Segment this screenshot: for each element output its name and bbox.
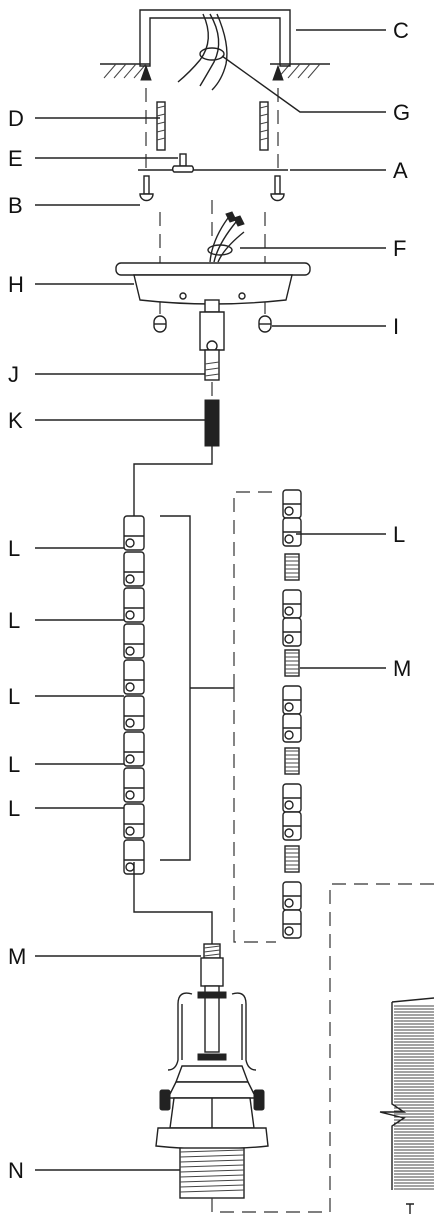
callout-leaders (35, 29, 386, 1171)
callout-A: A (393, 158, 408, 183)
chain-link (282, 517, 302, 547)
threaded-stud-left (156, 101, 166, 151)
chain-link (123, 623, 145, 659)
threaded-coupler (284, 747, 300, 775)
callout-N: N (8, 1158, 24, 1183)
chain-link (123, 515, 145, 551)
threaded-coupler (284, 649, 300, 677)
cap-nut-left (153, 315, 167, 333)
chain-link (123, 803, 145, 839)
loop-coupler (199, 299, 225, 381)
chain-assembly-left (123, 515, 145, 875)
lamp-holder (155, 985, 269, 1199)
chain-link (123, 695, 145, 731)
chain-link (282, 489, 302, 519)
callout-L-2: L (8, 608, 20, 633)
chain-link (282, 909, 302, 939)
callout-L-1: L (8, 536, 20, 561)
screw-right (270, 175, 285, 202)
callout-H: H (8, 272, 24, 297)
callout-G: G (393, 100, 410, 125)
callout-M-right: M (393, 656, 411, 681)
chain-extension-parts (282, 489, 302, 939)
chain-link (282, 881, 302, 911)
callout-L-3: L (8, 684, 20, 709)
chain-link (123, 731, 145, 767)
chain-link (123, 587, 145, 623)
callout-C: C (393, 18, 409, 43)
chain-link (282, 811, 302, 841)
callout-M-bottom: M (8, 944, 26, 969)
chain-link (282, 617, 302, 647)
chain-link (282, 685, 302, 715)
threaded-stud-right (259, 101, 269, 151)
arrowhead-right (272, 64, 284, 81)
threaded-nipple (200, 943, 224, 987)
threaded-coupler (284, 845, 300, 873)
fixture-wires (207, 211, 245, 263)
extension-guide-bottom (233, 688, 276, 943)
callout-B: B (8, 193, 23, 218)
chain-link (282, 783, 302, 813)
callout-E: E (8, 146, 23, 171)
chain-length-bracket (160, 515, 191, 861)
callout-K: K (8, 408, 23, 433)
extension-guide-panel (211, 883, 434, 1213)
chain-link (282, 713, 302, 743)
ceiling-junction-box (100, 9, 330, 91)
threaded-coupler (284, 553, 300, 581)
threaded-pipe (204, 399, 220, 447)
chain-link (123, 551, 145, 587)
arrowhead-left (140, 64, 152, 81)
chain-link (123, 839, 145, 875)
callout-L-right: L (393, 522, 405, 547)
callout-L-5: L (8, 796, 20, 821)
cap-nut-right (258, 315, 272, 333)
chain-link (282, 589, 302, 619)
callout-J: J (8, 362, 19, 387)
screw-left (139, 175, 154, 202)
callout-D: D (8, 106, 24, 131)
chain-link (123, 659, 145, 695)
callout-F: F (393, 236, 406, 261)
shade-partial (379, 997, 434, 1214)
cord-bottom (133, 862, 213, 944)
canopy (115, 262, 311, 305)
cord-top (133, 446, 213, 516)
callout-I: I (393, 314, 399, 339)
extension-guide-top (233, 491, 276, 688)
ground-screw (172, 153, 194, 173)
chain-link (123, 767, 145, 803)
callout-L-4: L (8, 752, 20, 777)
